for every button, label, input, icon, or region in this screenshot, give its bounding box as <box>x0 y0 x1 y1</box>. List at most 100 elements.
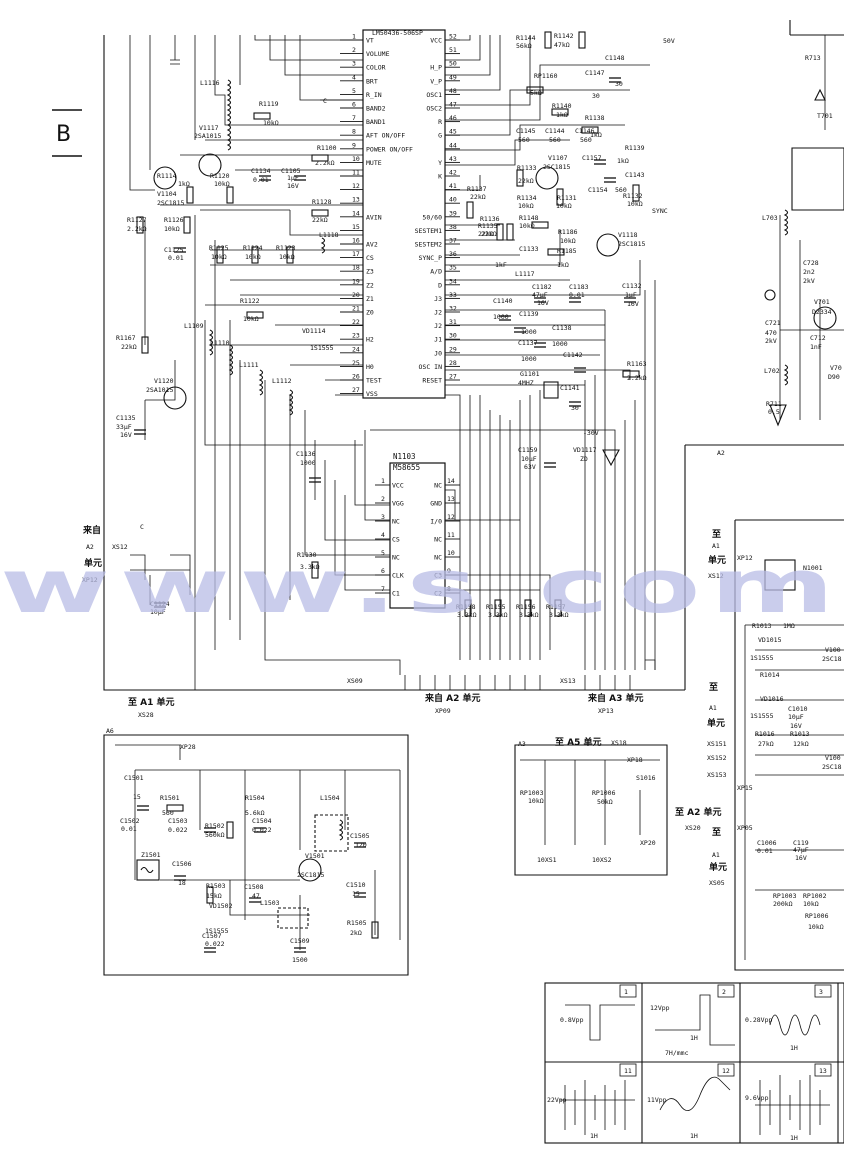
component-label-r1124: R1124 <box>243 244 263 252</box>
ic-main-pin-name: J3 <box>434 295 442 303</box>
ic-main-pin-number: 6 <box>352 101 356 109</box>
component-label-xs1: 10XS1 <box>537 856 557 864</box>
frame-a6 <box>103 734 409 976</box>
waveform-amplitude: 11Vpp <box>647 1096 667 1104</box>
waveform-number: 12 <box>722 1067 730 1075</box>
component-label-v1501v: 2SC1815 <box>297 871 324 879</box>
resistor-symbol <box>632 184 640 202</box>
waveform-axis-label: 1H <box>690 1132 698 1140</box>
component-label-r1163: R1163 <box>627 360 647 368</box>
ic-main-part: LM50436-506SP <box>372 29 423 37</box>
component-label-r1132v: 10kΩ <box>627 200 643 208</box>
component-label-r1130v: 3.3kΩ <box>300 563 320 571</box>
component-label-r713: R713 <box>805 54 821 62</box>
ic-mem-pin-number: 4 <box>381 531 385 539</box>
component-label-r1502: R1502 <box>205 822 225 830</box>
resistor-symbol <box>141 336 149 354</box>
component-label-c1006: C1006 <box>757 839 777 847</box>
component-label-r1505v: 2kΩ <box>350 929 362 937</box>
section-letter: B <box>56 122 71 147</box>
inductor-symbol <box>226 79 232 151</box>
component-label-l702: L702 <box>764 367 780 375</box>
component-label-r1120v: 10kΩ <box>214 180 230 188</box>
component-label-c1145: C1145 <box>516 127 536 135</box>
component-label-to_a5: 至 A5 单元 <box>555 736 602 748</box>
ground-symbol <box>769 404 787 427</box>
inductor-symbol <box>338 819 344 841</box>
ic-main-pin-name: SYNC_P <box>419 254 443 262</box>
component-label-c1145v: 560 <box>518 136 530 144</box>
component-label-c1006v: 0.01 <box>757 847 773 855</box>
component-label-v1107v: 2SC1815 <box>543 163 570 171</box>
component-label-r1016v: 27kΩ <box>758 740 774 748</box>
resistor-symbol <box>496 223 504 241</box>
ic-main-body <box>362 29 446 399</box>
component-label-r1013: R1013 <box>752 622 772 630</box>
ic-main-pin-number: 30 <box>449 332 457 340</box>
component-label-xs20: XS20 <box>685 824 701 832</box>
component-label-c1506: C1506 <box>172 860 192 868</box>
component-label-c1136v: 1000 <box>300 459 316 467</box>
inductor-symbol <box>320 237 326 254</box>
ic-mem-pin-name: VGG <box>392 500 404 508</box>
component-label-xp13: XP13 <box>598 707 614 715</box>
ic-main-pin-name: 50/60 <box>422 213 442 221</box>
frame-right-box <box>791 147 844 211</box>
component-label-vd1114: VD1114 <box>302 327 326 335</box>
ic-main-pin-name: AV2 <box>366 241 378 249</box>
ic-main-pin-number: 21 <box>352 305 360 313</box>
v1118-transistor <box>596 233 620 257</box>
component-label-to_a2: 至 A2 单元 <box>675 806 722 818</box>
ic-main-pin-number: 51 <box>449 46 457 54</box>
component-label-c1159v: 10μF <box>521 455 537 463</box>
component-label-a1b: A1 <box>712 851 720 859</box>
ic-main-pin-name: CS <box>366 254 374 262</box>
ic-mem-pin-number: 7 <box>381 585 385 593</box>
component-label-r1136v: 22kΩ <box>478 230 494 238</box>
component-label-c1510v: 15 <box>352 890 360 898</box>
ic-mem-pin-number: 1 <box>381 477 385 485</box>
resistor-symbol <box>226 821 234 839</box>
component-label-xs12: XS12 <box>112 543 128 551</box>
component-label-c1508: C1508 <box>244 883 264 891</box>
ic-mem-pin-name: NC <box>434 482 442 490</box>
component-label-c1133v: 1kF <box>495 261 507 269</box>
component-label-c1010: C1010 <box>788 705 808 713</box>
ic-main-pin-number: 17 <box>352 250 360 258</box>
component-label-c1509v: 1500 <box>292 956 308 964</box>
component-label-v100a: V100 <box>825 646 841 654</box>
component-label-r1119v: 10kΩ <box>263 119 279 127</box>
component-label-rp1003bv: 10kΩ <box>528 797 544 805</box>
component-label-c1134: C1134 <box>251 167 271 175</box>
component-label-cap50v: 50V <box>663 37 675 45</box>
component-label-l1111: L1111 <box>239 361 259 369</box>
component-label-r1138: R1138 <box>585 114 605 122</box>
ic-main-pin-number: 34 <box>449 277 457 285</box>
ic-mem-pin-name: C3 <box>434 572 442 580</box>
ic-main-pin-number: 32 <box>449 305 457 313</box>
component-label-sc18a: 2SC18 <box>822 655 842 663</box>
component-label-c1139v: 1000 <box>521 328 537 336</box>
component-label-l703: L703 <box>762 214 778 222</box>
ic-main-pin-number: 44 <box>449 141 457 149</box>
parts-layer <box>134 31 789 953</box>
component-label-c728: C728 <box>803 259 819 267</box>
component-label-r1501: R1501 <box>160 794 180 802</box>
ic-main-pin-name: H2 <box>366 336 374 344</box>
waveform-panel <box>544 982 844 1144</box>
waveform-labels: 10.8Vpp212Vpp30.28Vpp1122Vpp1211Vpp139.6… <box>547 988 827 1142</box>
component-label-r1501v: 560 <box>162 809 174 817</box>
resistor-symbol <box>246 311 264 319</box>
component-label-c1010v: 10μF <box>788 713 804 721</box>
ic-main-pin-number: 15 <box>352 223 360 231</box>
component-label-r1503v: 15kΩ <box>206 892 222 900</box>
component-label-xs151: XS151 <box>707 740 727 748</box>
component-label-rp1006: RP1006 <box>805 912 829 920</box>
component-label-a3: A3 <box>518 740 526 748</box>
component-label-l1117: L1117 <box>515 270 535 278</box>
component-label-r1137: R1137 <box>467 185 487 193</box>
resistor-symbol <box>544 31 552 49</box>
component-label-l1109: L1109 <box>184 322 204 330</box>
component-label-c1125v: 0.01 <box>168 254 184 262</box>
inductor-symbol <box>208 329 214 356</box>
